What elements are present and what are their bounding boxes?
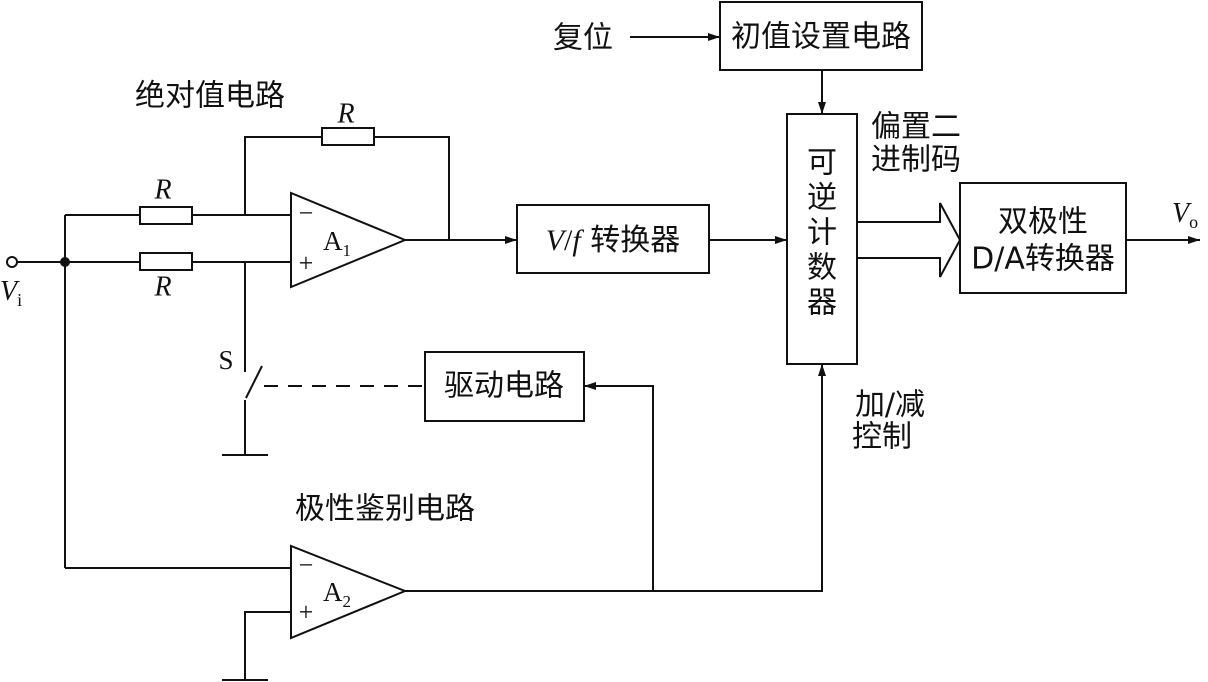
r-upper-label: R — [153, 175, 171, 206]
vi-label: Vi — [0, 276, 22, 310]
opamp-a2 — [290, 544, 408, 640]
bias-binary-label-2: 进制码 — [871, 143, 961, 178]
a1-plus-sign: + — [299, 249, 314, 278]
vf-converter-label: V/f 转换器 — [546, 223, 681, 258]
updown-label-1: 加/减 — [855, 388, 925, 423]
bias-binary-label-1: 偏置二 — [871, 110, 961, 145]
polarity-label: 极性鉴别电路 — [295, 492, 475, 527]
vf-rest: 转换器 — [581, 223, 681, 258]
da-converter-box — [959, 182, 1127, 294]
da-label-line2: D/A转换器 — [971, 242, 1115, 277]
counter-box — [786, 113, 858, 365]
a2-sub: 2 — [343, 592, 352, 611]
vi-sub: i — [17, 290, 22, 310]
counter-char: 计 — [807, 216, 837, 251]
feedback-left-wire — [244, 136, 322, 215]
input-terminal — [6, 256, 18, 268]
resistor-feedback — [321, 127, 375, 146]
feedback-right-wire — [374, 136, 450, 240]
vo-sub: o — [1189, 212, 1198, 232]
init-circuit-label: 初值设置电路 — [731, 20, 911, 55]
updown-label-2: 控制 — [852, 420, 912, 455]
init-circuit-box — [719, 1, 923, 71]
vo-label: Vo — [1172, 198, 1198, 232]
vf-converter-box — [516, 204, 710, 274]
a1-sub: 1 — [343, 241, 352, 260]
driver-feed-wire — [584, 382, 654, 591]
a1-name: A — [323, 226, 343, 256]
vf-v: V — [546, 224, 568, 257]
vo-main: V — [1172, 198, 1192, 229]
a2-plus-wire — [244, 611, 291, 680]
junction-dot — [60, 257, 70, 267]
counter-char: 数 — [807, 251, 837, 286]
switch-blade — [245, 365, 263, 399]
resistor-lower — [139, 252, 193, 271]
a2-minus-sign: − — [299, 551, 314, 580]
vf-slash: / — [564, 224, 573, 257]
reset-label: 复位 — [553, 21, 613, 56]
a2-label: A2 — [323, 577, 351, 611]
driver-label: 驱动电路 — [444, 369, 564, 404]
resistor-upper — [139, 206, 193, 225]
vi-main: V — [0, 276, 20, 307]
da-label-line1: 双极性 — [998, 205, 1088, 240]
a2-output-wire — [405, 364, 826, 592]
r-lower-label: R — [153, 272, 171, 303]
a1-label: A1 — [323, 226, 351, 260]
switch-label: S — [218, 345, 233, 375]
a1-minus-sign: − — [299, 199, 314, 228]
a2-name: A — [323, 577, 343, 607]
opamp-a1 — [290, 191, 408, 289]
counter-char: 器 — [807, 286, 837, 321]
wires — [17, 33, 1200, 681]
r-feedback-label: R — [336, 99, 354, 130]
a2-plus-sign: + — [299, 598, 314, 627]
counter-char: 逆 — [807, 181, 837, 216]
abs-circuit-label: 绝对值电路 — [135, 79, 285, 114]
bus-arrow — [857, 202, 962, 278]
counter-char: 可 — [807, 146, 837, 181]
driver-box — [424, 351, 585, 422]
counter-label: 可 逆 计 数 器 — [807, 146, 837, 321]
